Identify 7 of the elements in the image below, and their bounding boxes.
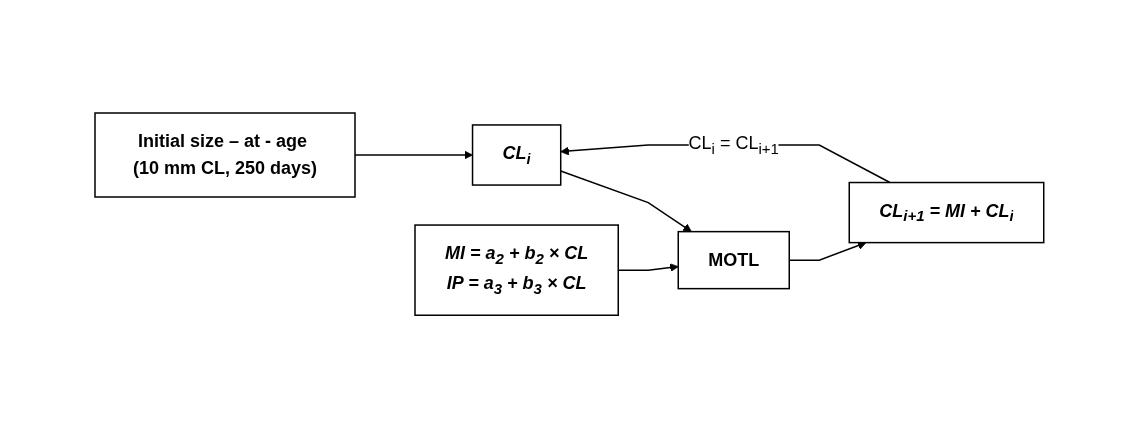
node-box: MI = a$_{2}$ + b$_{2}$ × CL IP = a$_{3}$ + b$_{3}$ × CL	[414, 224, 620, 317]
edge-label: CL$_{i}$ = CL$_{i+1}$	[688, 133, 780, 157]
node-box: CL$_{i}$	[471, 124, 562, 187]
node-box: MOTL	[677, 231, 791, 290]
node-box: Initial size – at - age (10 mm CL, 250 days)	[94, 112, 356, 199]
arrow	[560, 170, 692, 233]
node-box: CL$_{i+1}$ = MI + CL$_{i}$	[848, 182, 1045, 244]
